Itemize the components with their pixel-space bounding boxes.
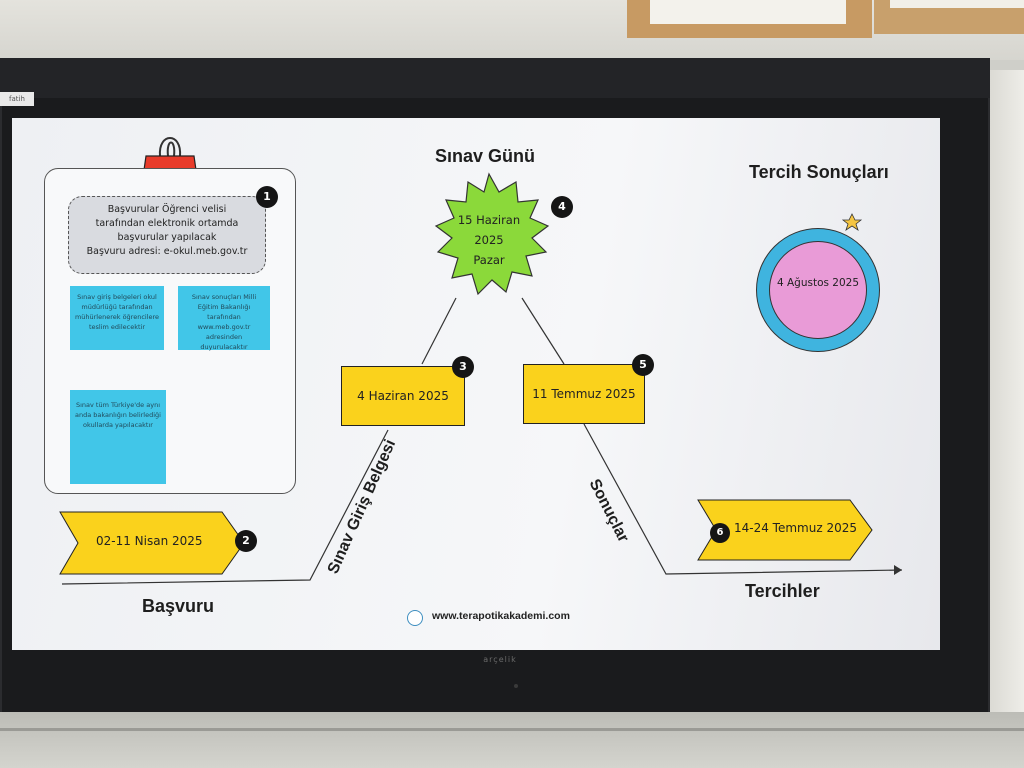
tv-top-strip: [0, 58, 990, 98]
timeline-lines: [59, 137, 903, 585]
arrow-head: [894, 565, 902, 575]
line-sonuc-to-tercih: [583, 423, 903, 575]
info-line: tarafından elektronik ortamda: [95, 218, 239, 229]
sticky-note-exam-location: Sınav tüm Türkiye'de aynı anda bakanlığı…: [70, 390, 166, 484]
line-belge-to-sinav: [421, 297, 457, 365]
site-logo-icon: [407, 610, 423, 626]
info-line: Başvuru adresi: e-okul.meb.gov.tr: [86, 246, 248, 257]
tv-screen: Başvurular Öğrenci velisi tarafından ele…: [12, 118, 940, 650]
results-circle-inner: [769, 241, 867, 339]
label-tercihler: Tercihler: [745, 581, 820, 601]
label-sinav-gunu: Sınav Günü: [435, 146, 536, 166]
wall-picture: [650, 0, 846, 24]
application-info-box: Başvurular Öğrenci velisi tarafından ele…: [68, 196, 266, 274]
tv-power-led: [514, 684, 518, 688]
step-badge-3: 3: [452, 356, 474, 378]
line-sinav-to-sonuc: [521, 297, 565, 365]
exam-day-date: 15 Haziran 2025 Pazar: [448, 210, 530, 270]
footer-url: www.terapotikakademi.com: [432, 610, 570, 622]
board-tray: [0, 712, 1024, 768]
board-tray-edge: [0, 728, 1024, 731]
preference-results-date: 4 Ağustos 2025: [776, 277, 860, 289]
basvuru-arrow-shape: [59, 511, 245, 575]
info-line: Başvurular Öğrenci velisi: [107, 204, 227, 215]
label-basvuru: Başvuru: [142, 596, 215, 616]
preference-date: 14-24 Temmuz 2025: [734, 521, 857, 535]
tv-brand-logo: arçelik: [483, 655, 517, 664]
entry-document-date: 4 Haziran 2025: [341, 366, 465, 426]
exam-day-line: 15 Haziran: [457, 213, 521, 227]
line-basvuru-to-belge: [61, 429, 389, 585]
side-panel: [986, 70, 1024, 720]
sticky-note-entry-document: Sınav giriş belgeleri okul müdürlüğü tar…: [70, 286, 164, 350]
exam-day-line: Pazar: [473, 253, 505, 267]
label-tercih-sonuclari: Tercih Sonuçları: [749, 162, 889, 182]
tv-sticker: fatih: [0, 92, 34, 106]
step-badge-4: 4: [551, 196, 573, 218]
exam-day-starburst: [434, 172, 550, 296]
sticky-note-results: Sınav sonuçları Milli Eğitim Bakanlığı t…: [178, 286, 270, 351]
exam-day-line: 2025: [474, 233, 504, 247]
application-date: 02-11 Nisan 2025: [96, 534, 203, 548]
step-badge-5: 5: [632, 354, 654, 376]
step-badge-2: 2: [235, 530, 257, 552]
results-date: 11 Temmuz 2025: [523, 364, 645, 424]
info-line: başvurular yapılacak: [117, 232, 217, 243]
wall-picture-2: [890, 0, 1024, 8]
star-icon: [841, 213, 863, 231]
step-badge-1: 1: [256, 186, 278, 208]
step-badge-6: 6: [710, 523, 730, 543]
